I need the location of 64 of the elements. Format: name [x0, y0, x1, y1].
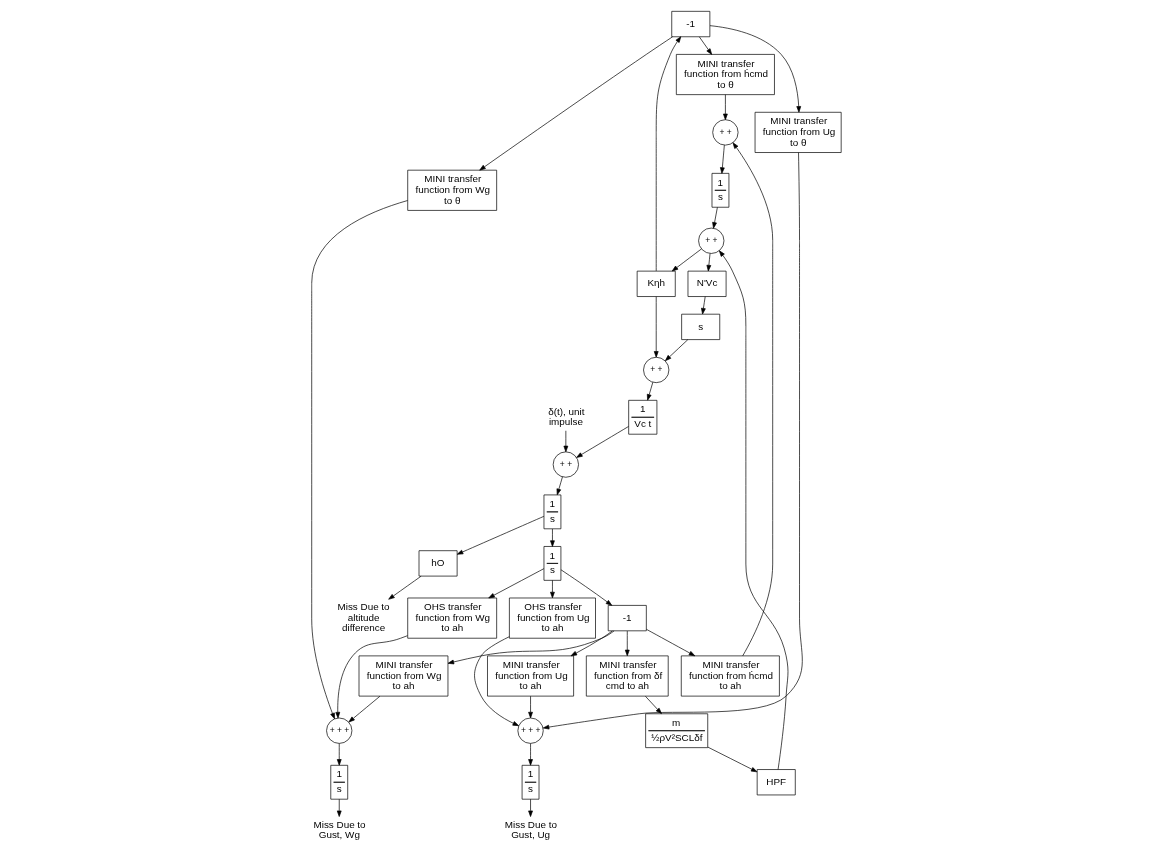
- node-box: MINI transfer function from δf cmd to ah: [585, 655, 669, 697]
- arrow: [560, 569, 613, 606]
- arrow: [720, 144, 725, 174]
- arrow: [474, 636, 519, 727]
- node-box: MINI transfer function from Wg to θ: [407, 169, 498, 211]
- arrow: [624, 630, 630, 657]
- arrow: [646, 381, 654, 401]
- node-box: -1: [671, 11, 711, 38]
- arrow: [542, 152, 803, 730]
- node-circle: + + +: [517, 717, 544, 744]
- arrow: [456, 516, 545, 555]
- arrow: [336, 743, 342, 766]
- node-text: Miss Due to Gust, Ug: [504, 818, 557, 841]
- arrow: [447, 630, 615, 665]
- node-box: MINI transfer function from ḣcmd to θ: [675, 54, 775, 95]
- node-circle: + +: [698, 227, 725, 254]
- arrow: [655, 36, 682, 272]
- arrow: [335, 635, 408, 719]
- arrow: [388, 575, 422, 600]
- arrow: [576, 426, 629, 458]
- node-box: N'Vc: [687, 270, 727, 297]
- arrow: [528, 798, 533, 817]
- node-circle: + +: [552, 451, 579, 478]
- arrow: [701, 296, 706, 315]
- arrow: [336, 798, 342, 817]
- arrow: [665, 339, 689, 362]
- arrow: [550, 528, 555, 547]
- arrow: [479, 36, 673, 171]
- arrow: [709, 25, 802, 113]
- arrow: [563, 430, 569, 453]
- arrow: [712, 207, 718, 229]
- arrow: [653, 296, 659, 358]
- arrow: [645, 695, 662, 714]
- arrow: [699, 36, 713, 55]
- arrow: [671, 248, 702, 272]
- arrow: [528, 695, 533, 719]
- node-box: MINI transfer function from ḣcmd to ah: [680, 655, 780, 697]
- arrow: [706, 253, 712, 272]
- arrow: [311, 200, 408, 720]
- node-box: OHS transfer function from Wg to ah: [407, 597, 498, 639]
- node-box: MINI transfer function from Ug to ah: [487, 655, 574, 697]
- node-box: -1: [607, 605, 647, 632]
- arrow: [348, 695, 381, 723]
- arrow: [732, 142, 774, 657]
- arrow: [723, 94, 728, 120]
- node-text: Miss Due to Gust, Wg: [313, 818, 366, 841]
- node-text: Miss Due to altitude difference: [337, 601, 390, 634]
- node-circle: + +: [712, 119, 739, 146]
- arrow: [528, 743, 533, 766]
- arrow: [719, 250, 789, 770]
- node-box: MINI transfer function from Wg to ah: [358, 655, 449, 697]
- arrow: [550, 580, 555, 599]
- node-box: OHS transfer function from Ug to ah: [509, 597, 596, 639]
- arrow: [707, 746, 758, 773]
- node-box: Kηh: [636, 270, 676, 297]
- node-box: s: [681, 313, 721, 340]
- node-box: hO: [418, 550, 458, 577]
- arrow: [488, 568, 545, 599]
- node-box: MINI transfer function from Ug to θ: [754, 111, 842, 153]
- arrow: [570, 630, 613, 657]
- node-text: δ(t), unit impulse: [548, 405, 585, 428]
- node-box: HPF: [756, 769, 796, 796]
- arrow: [556, 476, 563, 496]
- arrow: [646, 628, 696, 657]
